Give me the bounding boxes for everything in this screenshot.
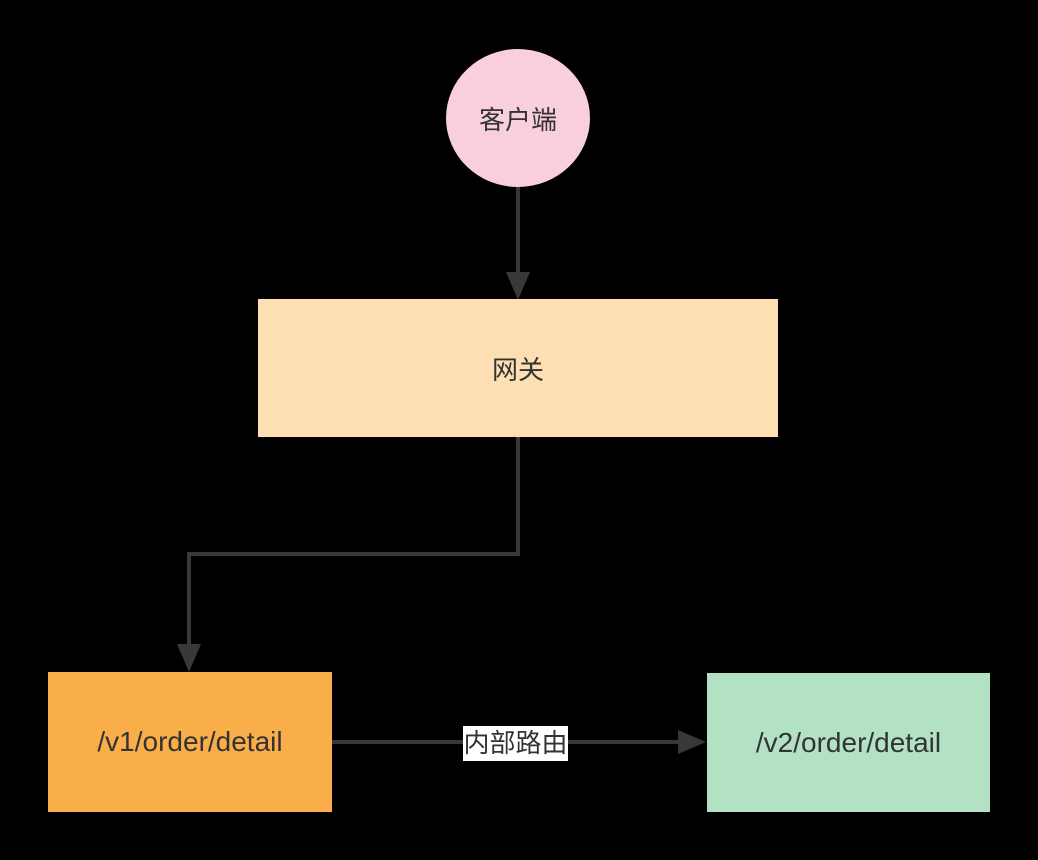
arrowhead-down-icon: [177, 644, 201, 672]
edge-client-gateway: [506, 186, 530, 300]
node-v1-service: /v1/order/detail: [48, 672, 332, 812]
arrowhead-down-icon: [506, 272, 530, 300]
node-v2-service: /v2/order/detail: [707, 673, 990, 812]
arrowhead-right-icon: [678, 730, 706, 754]
edge-label-internal-routing: 内部路由: [463, 726, 568, 761]
edge-label-text: 内部路由: [463, 728, 568, 758]
node-gateway: 网关: [258, 299, 778, 437]
node-client: 客户端: [446, 49, 590, 187]
edge-gateway-v1: [177, 437, 520, 672]
node-client-label: 客户端: [478, 104, 557, 135]
node-v1-label: /v1/order/detail: [97, 726, 283, 757]
node-v2-label: /v2/order/detail: [755, 726, 942, 758]
node-gateway-label: 网关: [491, 354, 544, 385]
edge-gateway-v1-line: [187, 437, 520, 646]
